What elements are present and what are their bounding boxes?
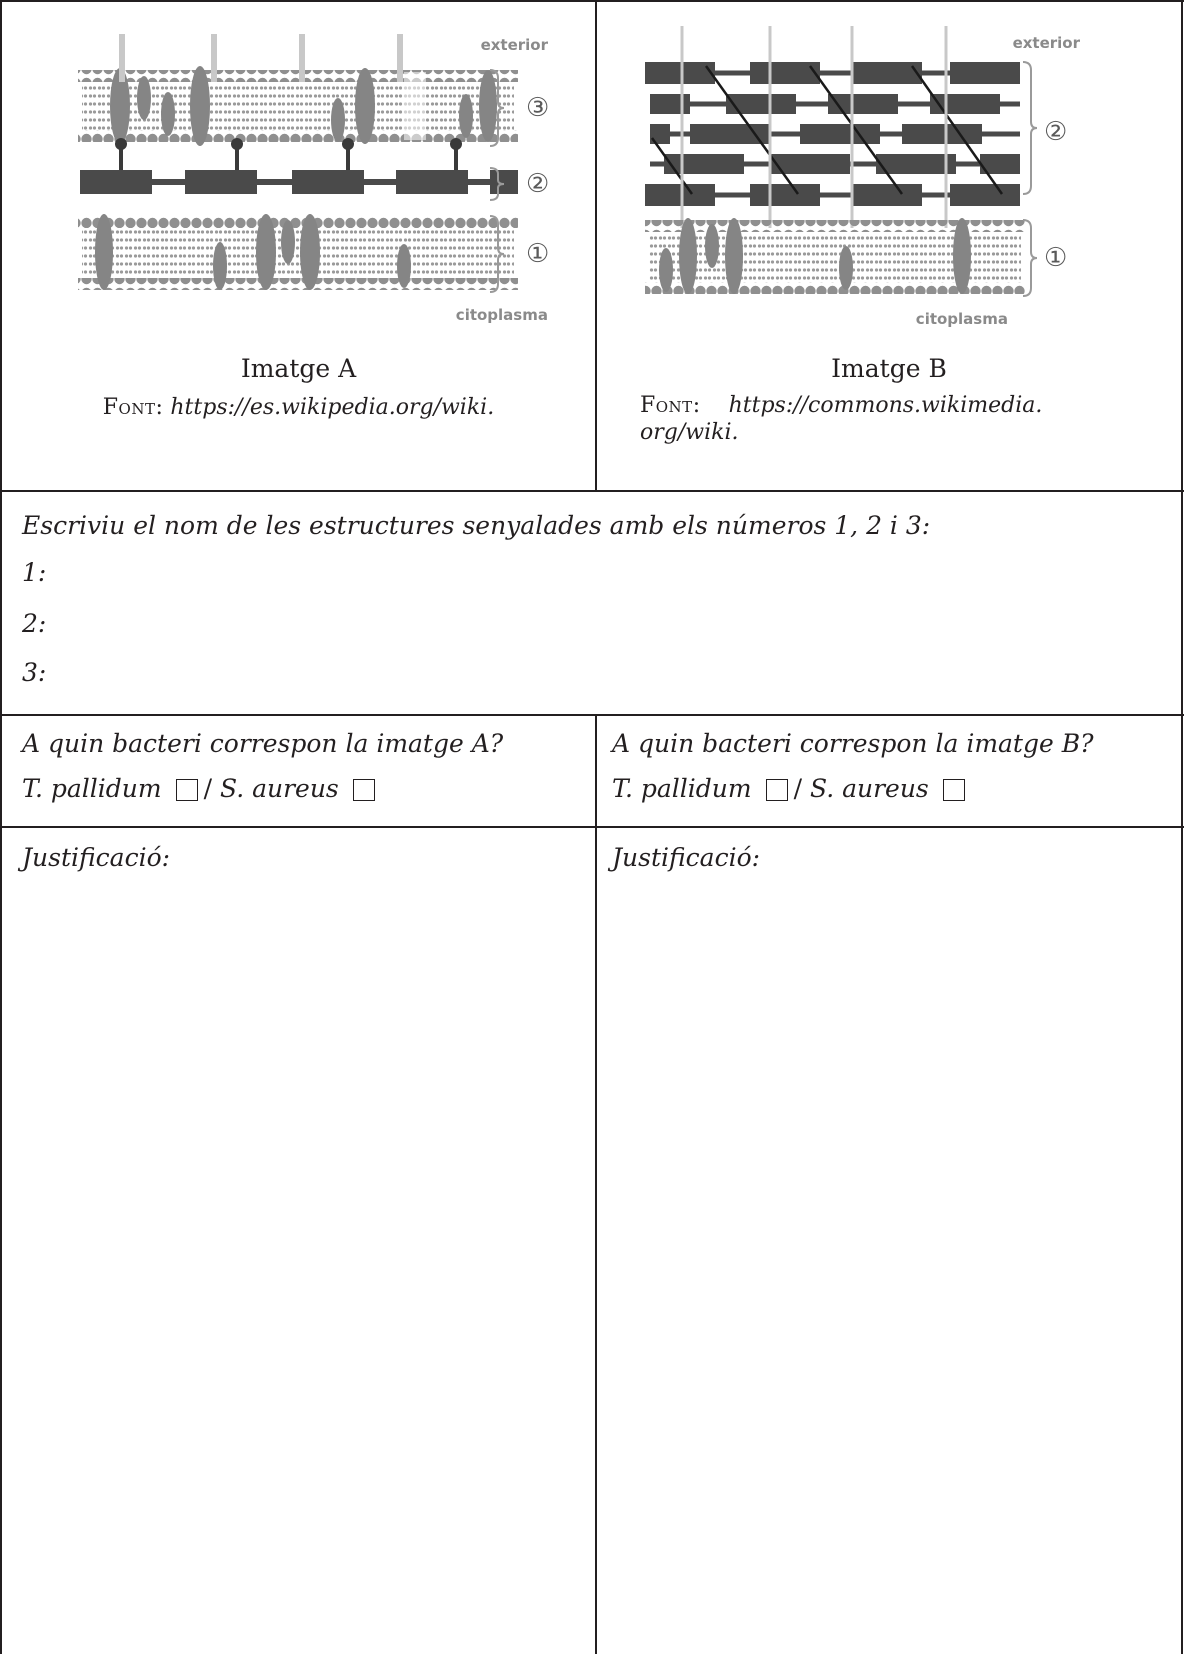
label-citoplasma-a: citoplasma [456,306,548,324]
table-border-row3 [0,826,1184,828]
option-t-pallidum-b: T. pallidum [612,774,752,803]
separator-b: / [794,774,802,803]
inner-membrane [78,214,518,290]
marker-2-b: ② [1044,117,1067,147]
option-s-aureus-b: S. aureus [810,774,929,803]
table-border-row2 [0,714,1184,716]
peptidoglycan-network [645,26,1020,228]
option-s-aureus-a: S. aureus [220,774,339,803]
label-exterior-a: exterior [481,36,549,54]
structure-1-label: 1: [22,557,46,589]
question-b-options: T. pallidum / S. aureus [612,773,1172,805]
layer-braces-b [1023,62,1037,296]
table-border-row1 [0,490,1184,492]
figure-a-title: Imatge A [2,353,595,385]
outer-membrane [78,34,518,146]
source-url-a: https://es.wikipedia.org/wiki. [170,395,494,420]
justification-a-answer-area[interactable] [10,880,585,1640]
source-prefix-a: Font: [103,395,164,420]
marker-3-a: ③ [526,93,549,123]
table-border-right [1181,0,1183,1654]
inner-membrane-b [645,218,1025,294]
checkbox-t-pallidum-b[interactable] [766,779,788,801]
structure-2-label: 2: [22,608,46,640]
label-citoplasma-b: citoplasma [916,310,1008,328]
justification-b-label: Justificació: [612,842,760,874]
option-t-pallidum-a: T. pallidum [22,774,162,803]
checkbox-s-aureus-b[interactable] [943,779,965,801]
table-divider-bottom [595,714,597,1654]
figure-b-source: Font: https://commons.wikimedia. org/wik… [640,392,1150,446]
figure-b-title: Imatge B [597,353,1181,385]
label-exterior-b: exterior [1013,34,1081,52]
figure-a-source: Font: https://es.wikipedia.org/wiki. [2,392,595,424]
checkbox-s-aureus-a[interactable] [353,779,375,801]
justification-a-label: Justificació: [22,842,170,874]
table-border-top [0,0,1184,2]
table-divider-top [595,0,597,490]
table-border-left [0,0,2,1654]
source-url-b-line1: https://commons.wikimedia. [729,393,1043,418]
source-prefix-b: Font: [640,393,701,418]
membrane-diagram-b: exterior citoplasma ② ① [640,18,1100,338]
marker-1-a: ① [526,239,549,269]
question-b-prompt: A quin bacteri correspon la imatge B? [612,728,1172,760]
peptidoglycan-layer [80,138,518,194]
justification-b-answer-area[interactable] [605,880,1170,1640]
separator-a: / [204,774,212,803]
structure-3-label: 3: [22,657,46,689]
checkbox-t-pallidum-a[interactable] [176,779,198,801]
source-url-b-line2: org/wiki. [640,420,738,445]
structures-prompt: Escriviu el nom de les estructures senya… [22,510,1172,542]
marker-1-b: ① [1044,243,1067,273]
question-a-prompt: A quin bacteri correspon la imatge A? [22,728,582,760]
question-a-options: T. pallidum / S. aureus [22,773,582,805]
membrane-diagram-a: exterior citoplasma ③ ② ① [70,20,590,350]
marker-2-a: ② [526,169,549,199]
